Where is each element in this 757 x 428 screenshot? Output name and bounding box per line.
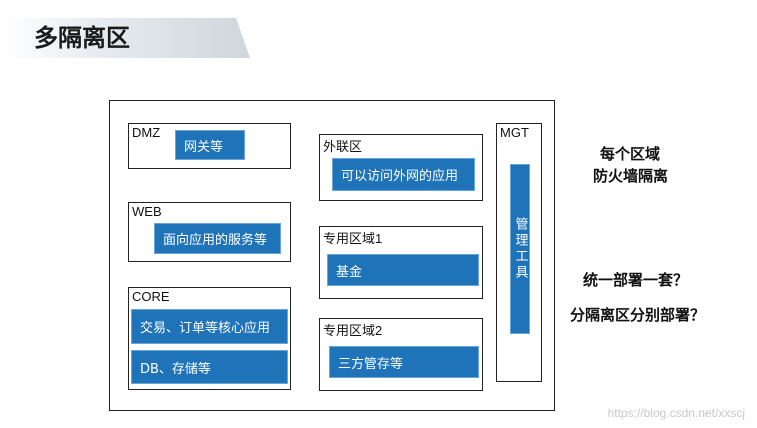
- page-title: 多隔离区: [34, 24, 130, 52]
- zone-label: 专用区域2: [323, 323, 383, 338]
- zone-dmz: DMZ 网关等: [128, 123, 291, 169]
- zone-web: WEB 面向应用的服务等: [128, 202, 291, 262]
- zone-item: 网关等: [175, 130, 245, 160]
- zone-item: 基金: [327, 254, 479, 286]
- firewall-note-line-1: 每个区域: [600, 145, 661, 163]
- zone-label: WEB: [132, 204, 162, 219]
- zone-core: CORE 交易、订单等核心应用 DB、存储等: [128, 287, 291, 390]
- zone-item: 管理工具: [510, 164, 530, 334]
- zone-external: 外联区 可以访问外网的应用: [319, 134, 483, 201]
- zone-label: MGT: [500, 125, 529, 140]
- zone-item: 可以访问外网的应用: [332, 158, 475, 191]
- zone-dedicated-1: 专用区域1 基金: [319, 226, 483, 299]
- zone-label: CORE: [132, 289, 170, 304]
- zone-item: DB、存储等: [131, 350, 288, 384]
- watermark: https://blog.csdn.net/xxscj: [607, 406, 745, 420]
- question-2: 分隔离区分别部署？: [570, 306, 706, 324]
- zone-item: 三方管存等: [329, 346, 479, 378]
- firewall-note-line-2: 防火墙隔离: [593, 167, 669, 185]
- zone-mgt: MGT 管理工具: [496, 123, 542, 382]
- question-1: 统一部署一套？: [583, 271, 689, 289]
- title-banner: [0, 18, 250, 58]
- zone-dedicated-2: 专用区域2 三方管存等: [319, 318, 483, 391]
- zone-item: 面向应用的服务等: [154, 223, 281, 254]
- network-frame: DMZ 网关等 WEB 面向应用的服务等 CORE 交易、订单等核心应用 DB、…: [109, 100, 555, 411]
- zone-label: DMZ: [132, 125, 161, 140]
- zone-label: 专用区域1: [323, 231, 383, 246]
- zone-item: 交易、订单等核心应用: [131, 309, 288, 344]
- zone-label: 外联区: [323, 139, 363, 154]
